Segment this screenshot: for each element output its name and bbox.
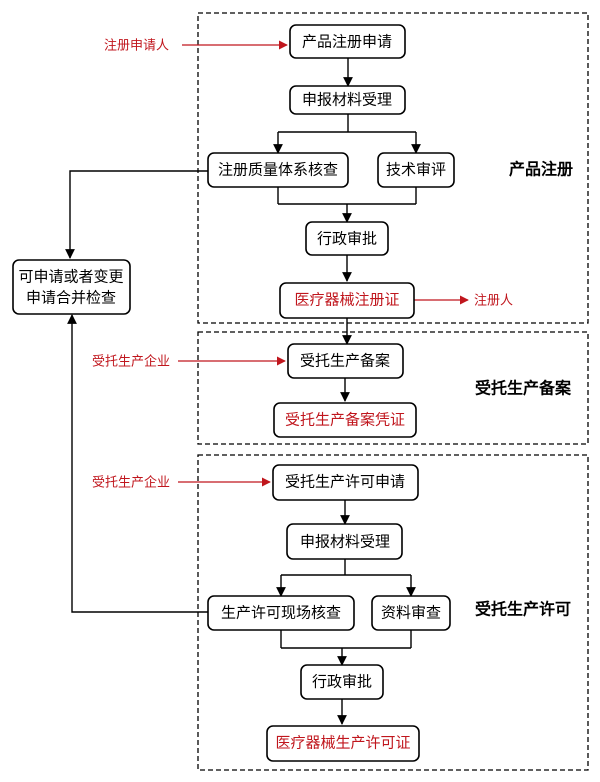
svg-text:受托生产许可申请: 受托生产许可申请	[285, 474, 405, 491]
svg-text:技术审评: 技术审评	[386, 162, 446, 179]
svg-text:受托生产备案凭证: 受托生产备案凭证	[285, 411, 405, 429]
arrow-site-check-to-merge-check	[67, 314, 208, 613]
svg-text:申请合并检查: 申请合并检查	[26, 290, 116, 307]
svg-text:申报材料受理: 申报材料受理	[302, 92, 392, 109]
svg-text:医疗器械注册证: 医疗器械注册证	[294, 292, 399, 309]
node-license-apply: 受托生产许可申请	[272, 464, 419, 501]
section-filing-title: 受托生产备案	[475, 379, 572, 398]
svg-text:生产许可现场核查: 生产许可现场核查	[221, 605, 341, 622]
svg-text:资料审查: 资料审查	[381, 605, 441, 622]
node-site-check: 生产许可现场核查	[207, 595, 355, 631]
label-filing-enterprise: 受托生产企业	[92, 354, 170, 369]
node-doc-review: 资料审查	[371, 595, 451, 631]
section-filing-frame	[197, 331, 589, 445]
svg-text:产品注册申请: 产品注册申请	[302, 34, 392, 51]
node-filing-voucher: 受托生产备案凭证	[273, 402, 417, 438]
svg-text:行政审批: 行政审批	[317, 231, 377, 248]
node-registration-accept: 申报材料受理	[289, 85, 406, 115]
label-registration-applicant: 注册申请人	[104, 38, 169, 53]
svg-text:受托生产备案: 受托生产备案	[300, 352, 390, 370]
section-registration-title: 产品注册	[509, 160, 573, 179]
section-registration-frame	[197, 12, 589, 324]
node-registration-apply: 产品注册申请	[289, 24, 406, 59]
section-license-title: 受托生产许可	[475, 600, 571, 619]
node-tech-review: 技术审评	[377, 152, 455, 188]
node-license-admin-approval: 行政审批	[300, 664, 384, 700]
svg-text:医疗器械生产许可证: 医疗器械生产许可证	[275, 735, 410, 752]
node-filing: 受托生产备案	[287, 343, 404, 379]
svg-text:可申请或者变更: 可申请或者变更	[18, 269, 123, 286]
svg-text:申报材料受理: 申报材料受理	[300, 534, 390, 551]
arrow-qms-to-merge-check	[65, 170, 208, 259]
svg-text:注册质量体系核查: 注册质量体系核查	[218, 162, 338, 179]
node-qms-check: 注册质量体系核查	[207, 152, 349, 188]
section-filing: 受托生产备案	[197, 331, 589, 445]
node-registration-certificate: 医疗器械注册证	[279, 282, 415, 319]
node-license-certificate: 医疗器械生产许可证	[266, 725, 420, 762]
label-registrant: 注册人	[474, 293, 513, 308]
section-registration: 产品注册	[197, 12, 589, 324]
node-merge-check: 可申请或者变更 申请合并检查	[12, 259, 131, 315]
label-license-enterprise: 受托生产企业	[92, 475, 170, 490]
connectors	[65, 40, 469, 725]
svg-text:行政审批: 行政审批	[312, 674, 372, 691]
node-license-accept: 申报材料受理	[286, 523, 403, 560]
node-registration-admin-approval: 行政审批	[305, 221, 389, 256]
